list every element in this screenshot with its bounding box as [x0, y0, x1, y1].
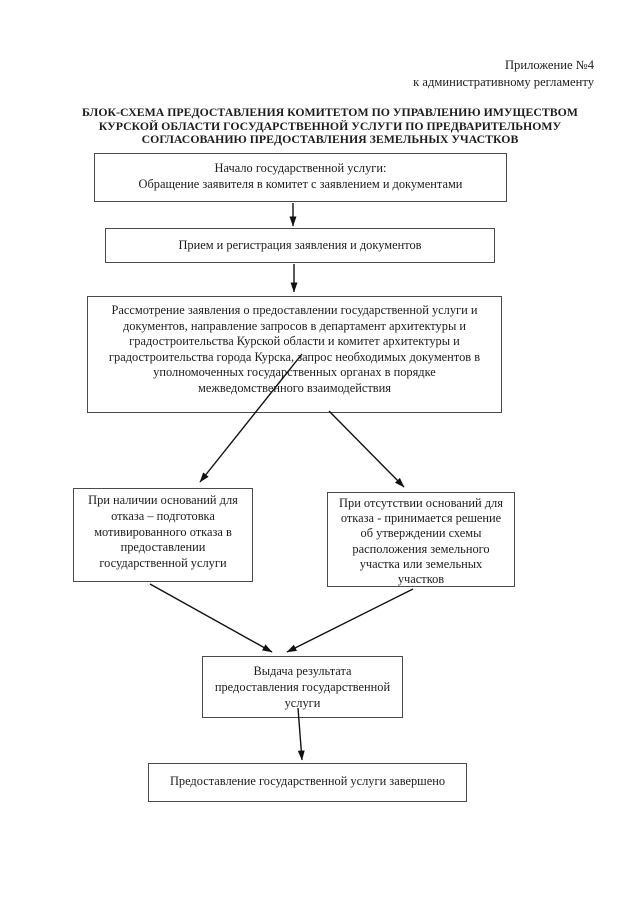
flow-node-review: Рассмотрение заявления о предоставлении … [87, 296, 502, 413]
flow-node-refusal: При наличии оснований для отказа – подго… [73, 488, 253, 582]
arrow-review-to-approval [328, 410, 405, 488]
arrow-approval-to-issue [286, 588, 414, 653]
flow-node-start: Начало государственной услуги: Обращение… [94, 153, 507, 202]
page-title: БЛОК-СХЕМА ПРЕДОСТАВЛЕНИЯ КОМИТЕТОМ ПО У… [82, 105, 578, 147]
flow-node-reception: Прием и регистрация заявления и документ… [105, 228, 495, 263]
flow-node-finish: Предоставление государственной услуги за… [148, 763, 467, 802]
flow-node-issue-result: Выдача результата предоставления государ… [202, 656, 403, 718]
appendix-annotation: Приложение №4 к административному реглам… [413, 58, 594, 89]
arrow-refusal-to-issue [149, 583, 273, 653]
flow-node-approval: При отсутствии оснований для отказа - пр… [327, 492, 515, 587]
